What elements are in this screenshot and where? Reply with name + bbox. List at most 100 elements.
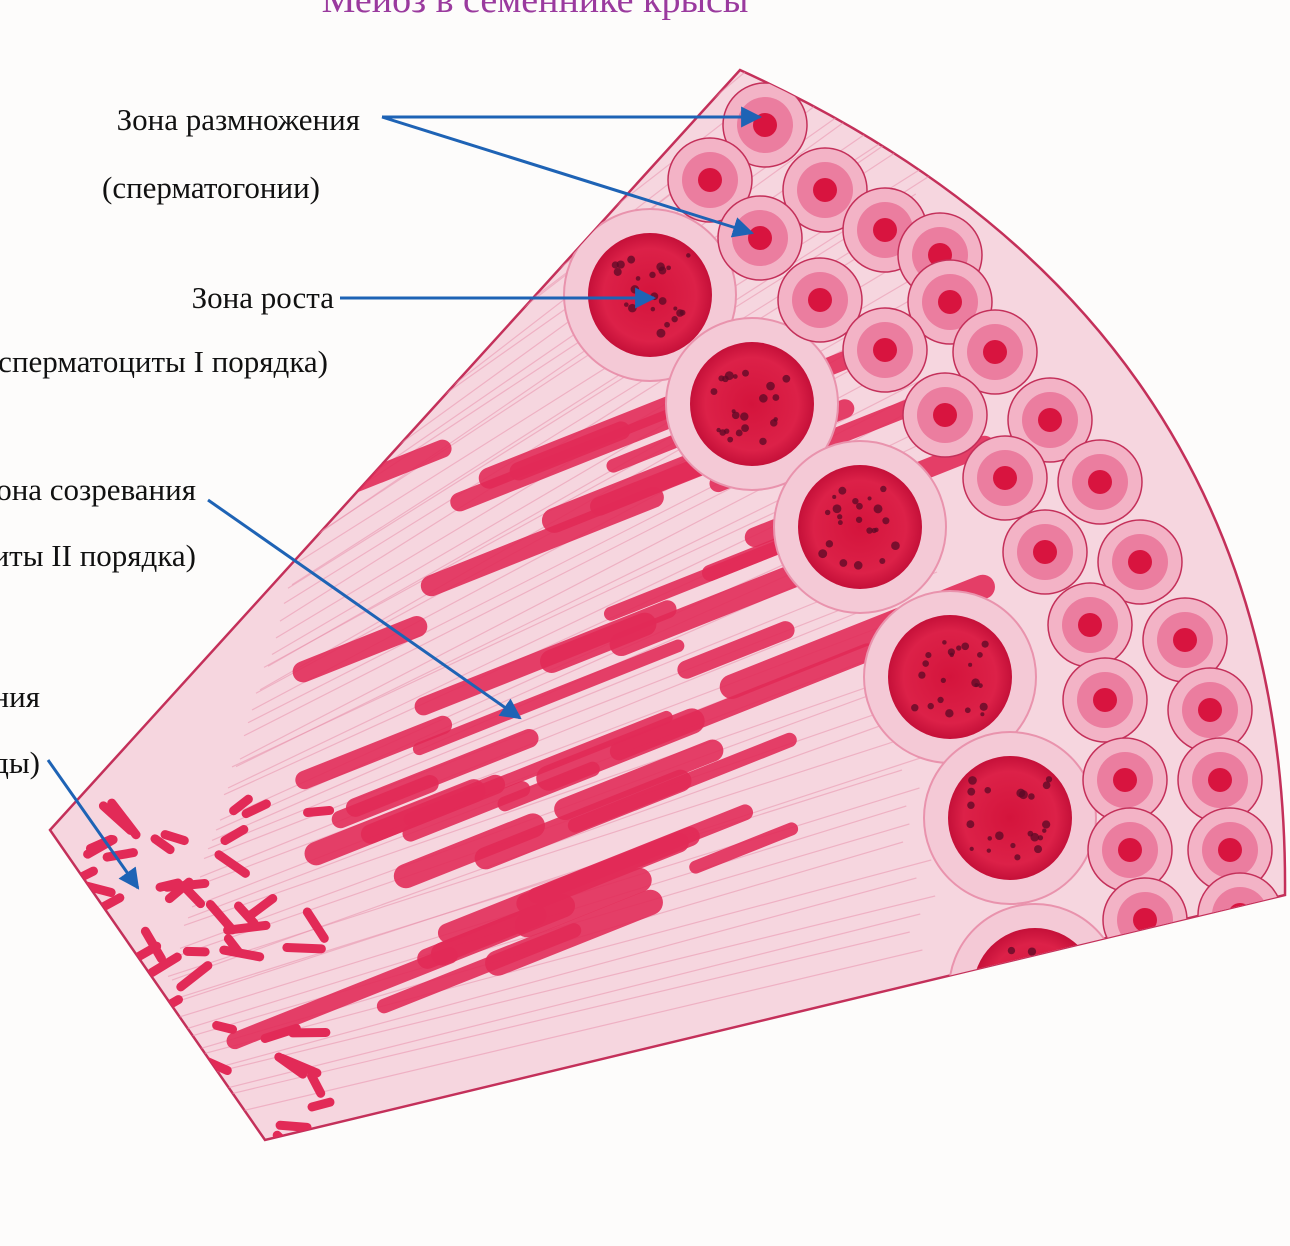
spermatogonium-nucleus — [1158, 1048, 1182, 1072]
chromatin-dot — [1054, 968, 1063, 977]
label-maturation-line2: (сперматоциты II порядка) — [0, 538, 196, 573]
chromatin-dot — [651, 307, 655, 311]
spermatocyte-i-cell — [690, 342, 814, 466]
chromatin-dot — [671, 316, 677, 322]
chromatin-dot — [636, 276, 641, 281]
spermatid-cell — [81, 1060, 87, 1076]
spermatocyte-i-cell — [798, 465, 922, 589]
chromatin-dot — [854, 561, 863, 570]
chromatin-dot — [965, 707, 971, 713]
chromatin-dot — [968, 776, 977, 785]
spermatid-cell — [127, 989, 142, 997]
chromatin-dot — [1056, 952, 1062, 958]
chromatin-dot — [852, 498, 858, 504]
spermatid-cell — [160, 883, 178, 887]
chromatin-dot — [1050, 955, 1058, 963]
chromatin-dot — [928, 703, 934, 709]
chromatin-dot — [925, 652, 931, 658]
spermatocyte-i-cell — [888, 615, 1012, 739]
spermatogonium-ring — [1212, 887, 1268, 943]
spermatogonium-ring — [1217, 962, 1273, 1018]
spermatid-cell — [96, 951, 107, 962]
chromatin-dot — [1012, 988, 1017, 993]
chromatin-dot — [980, 712, 984, 716]
chromatin-dot — [659, 297, 667, 305]
chromatin-dot — [627, 256, 635, 264]
spermatogonium-nucleus — [1138, 983, 1162, 1007]
chromatin-dot — [982, 641, 989, 648]
spermatid-cell — [280, 1125, 307, 1127]
chromatin-dot — [984, 787, 991, 794]
chromatin-dot — [1042, 820, 1050, 828]
spermatogonium-cell — [1198, 873, 1282, 957]
chromatin-dot — [826, 540, 833, 547]
diagram-title: Мейоз в семеннике крысы — [322, 0, 749, 21]
spermatid-cell — [107, 853, 133, 857]
spermatid-cell — [217, 1025, 233, 1029]
spermatogonium-nucleus — [1173, 628, 1197, 652]
spermatogonium-cell — [1128, 1018, 1212, 1102]
spermatogonium-nucleus — [938, 290, 962, 314]
spermatogonium-nucleus — [1093, 688, 1117, 712]
chromatin-dot — [818, 549, 827, 558]
spermatogonium-nucleus — [1118, 838, 1142, 862]
label-formation-line1: Зона формирования — [0, 679, 40, 714]
spermatogonium-ring — [1142, 1032, 1198, 1088]
spermatid-cell — [71, 1123, 89, 1133]
chromatin-dot — [1000, 981, 1004, 985]
spermatid-cell — [130, 1108, 162, 1116]
chromatin-dot — [833, 504, 842, 513]
chromatin-dot — [971, 678, 980, 687]
chromatin-dot — [711, 388, 718, 395]
spermatogonium-nucleus — [933, 403, 957, 427]
spermatogonium-nucleus — [873, 218, 897, 242]
chromatin-dot — [1062, 1003, 1069, 1010]
chromatin-dot — [918, 671, 925, 678]
chromatin-dot — [942, 640, 947, 645]
spermatogonium-ring — [1122, 967, 1178, 1023]
chromatin-dot — [874, 504, 883, 513]
spermatogonium-nucleus — [1218, 838, 1242, 862]
chromatin-dot — [956, 645, 961, 650]
chromatin-dot — [911, 704, 918, 711]
chromatin-dot — [1043, 781, 1051, 789]
chromatin-dot — [614, 268, 622, 276]
chromatin-dot — [733, 374, 738, 379]
spermatogonium-nucleus — [873, 338, 897, 362]
spermatogonium-nucleus — [983, 340, 1007, 364]
spermatid-cell — [202, 1106, 222, 1118]
label-maturation-zone: Зона созревания (сперматоциты II порядка… — [0, 472, 196, 573]
spermatid-cell — [177, 1037, 189, 1048]
chromatin-dot — [1007, 1021, 1015, 1029]
chromatin-dot — [839, 559, 847, 567]
chromatin-dot — [970, 847, 974, 851]
chromatin-dot — [676, 309, 684, 317]
spermatid-cell — [165, 835, 184, 841]
spermatogonium-cell — [1108, 953, 1192, 1037]
chromatin-dot — [1054, 958, 1060, 964]
chromatin-dot — [967, 801, 974, 808]
spermatogonium-nucleus — [813, 178, 837, 202]
spermatid-cell — [70, 961, 84, 964]
chromatin-dot — [658, 267, 666, 275]
spermatocyte-i-cell — [948, 756, 1072, 880]
chromatin-dot — [966, 820, 974, 828]
chromatin-dot — [742, 370, 749, 377]
chromatin-dot — [941, 678, 946, 683]
chromatin-dot — [838, 520, 843, 525]
spermatogonium-nucleus — [1038, 408, 1062, 432]
chromatin-dot — [995, 831, 1004, 840]
chromatin-dot — [740, 412, 748, 420]
spermatid-cell — [307, 810, 329, 812]
chromatin-dot — [1010, 843, 1015, 848]
chromatin-dot — [1028, 947, 1036, 955]
chromatin-dot — [961, 642, 969, 650]
chromatin-dot — [686, 253, 690, 257]
chromatin-dot — [1010, 1008, 1017, 1015]
chromatin-dot — [880, 486, 886, 492]
spermatogonium-nucleus — [1233, 978, 1257, 1002]
chromatin-dot — [1014, 854, 1020, 860]
chromatin-dot — [666, 265, 671, 270]
chromatin-dot — [673, 307, 677, 311]
